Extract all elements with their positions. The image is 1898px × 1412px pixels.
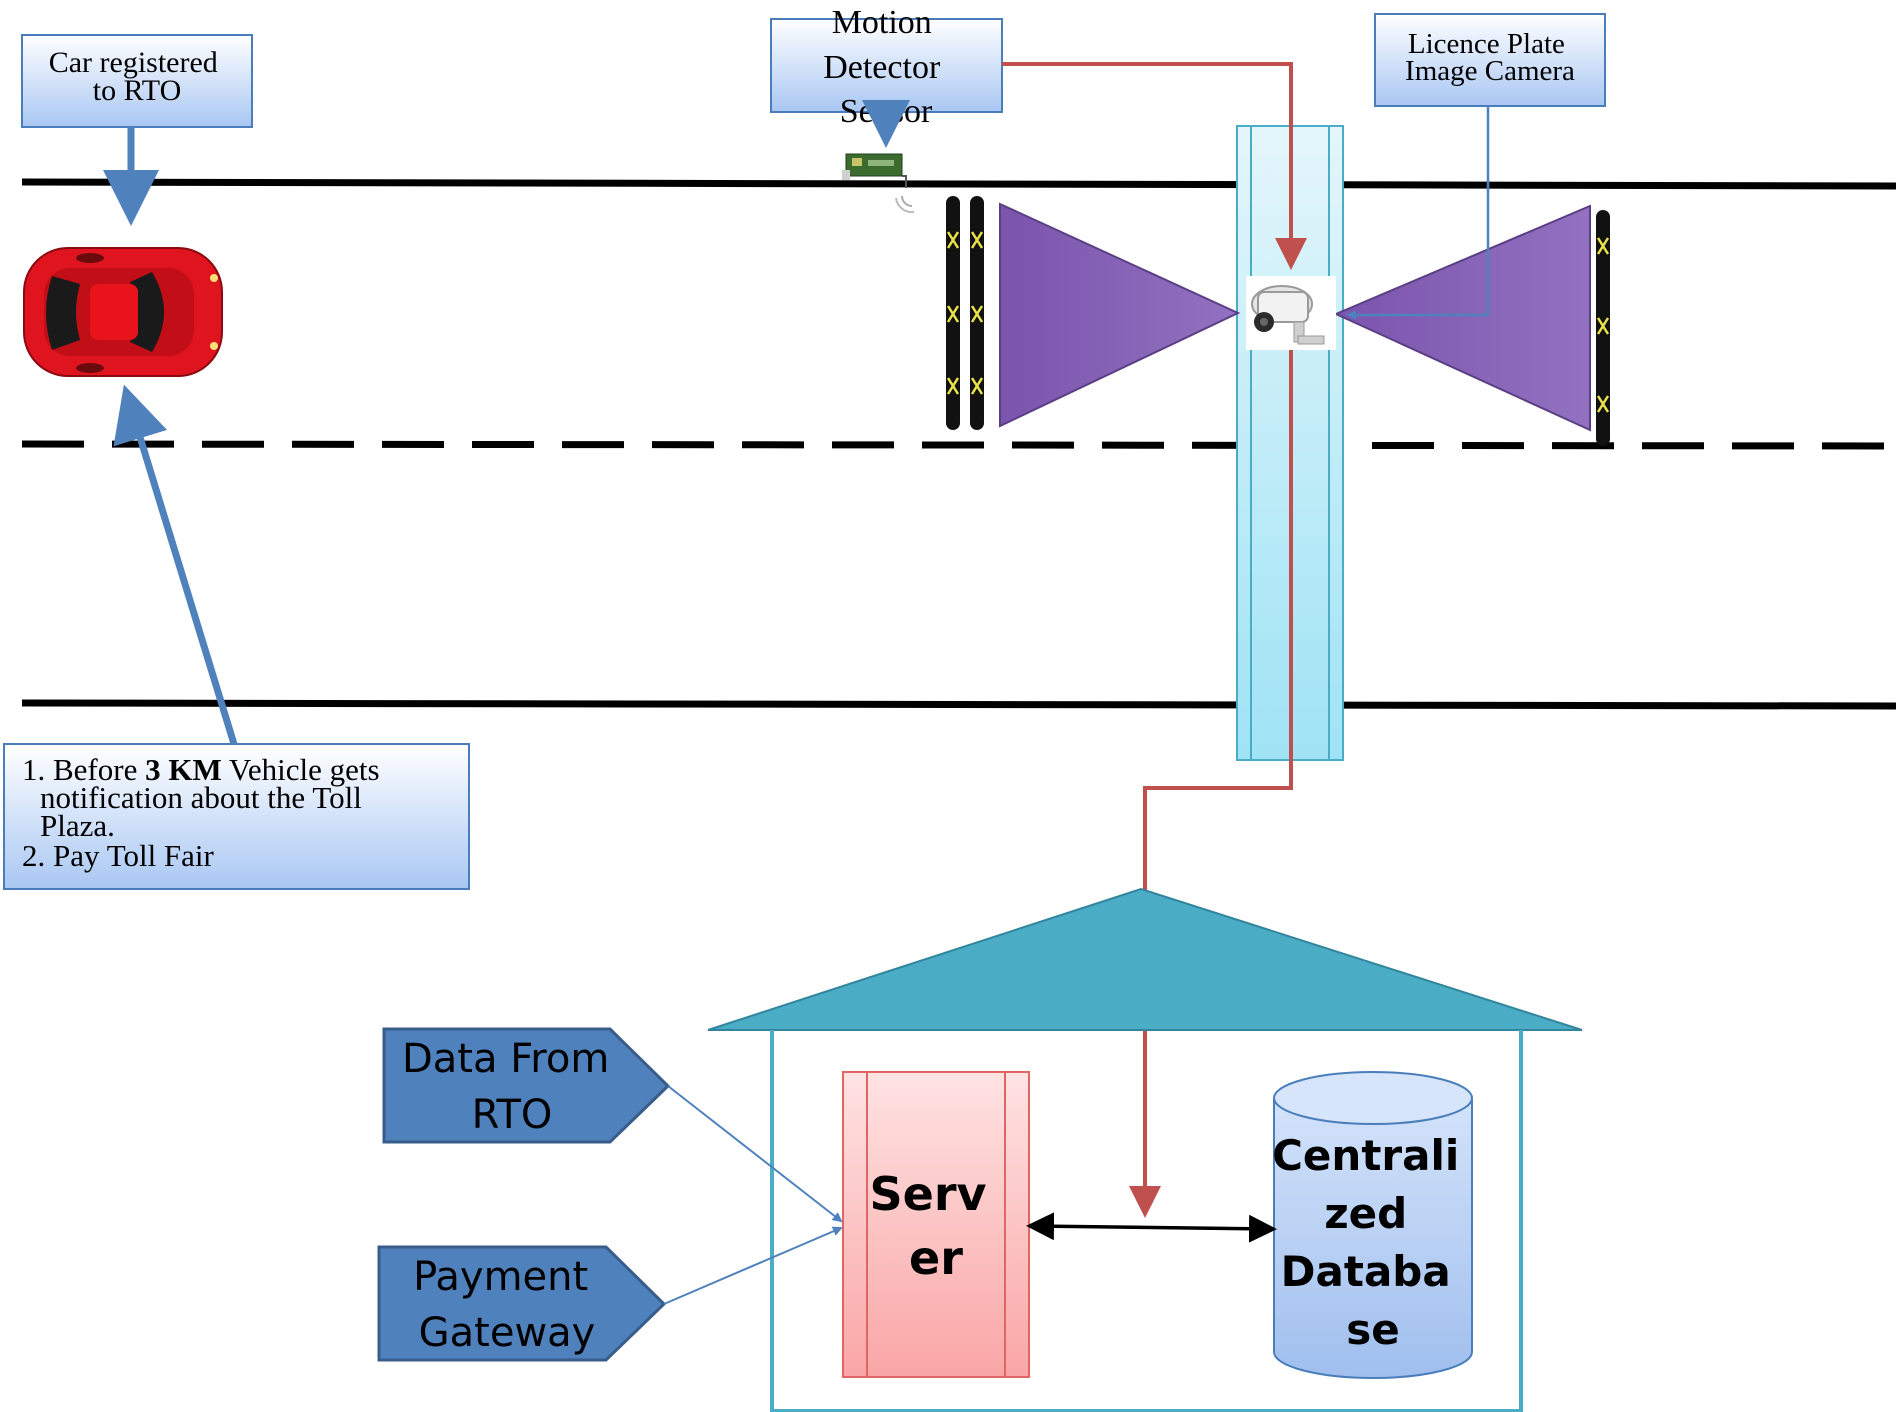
camera-label-box: Licence Plate Image Camera: [1374, 13, 1606, 107]
road-bottom-edge: [21, 699, 1897, 710]
svg-text:Motion Detector Se: Motion Detector Sensor: [823, 4, 949, 130]
database-label-line-1: Centrali: [1272, 1131, 1459, 1180]
arrow-sensor-to-camera: [1002, 62, 1307, 270]
svg-text:Car registered to RTO: Car registered to RTO: [49, 46, 226, 107]
svg-text:Serv er: Serv er: [869, 1167, 1002, 1285]
server-label-line-1: Serv: [869, 1167, 986, 1221]
cctv-camera-icon: [1246, 276, 1336, 350]
data-from-rto-shape: Data From RTO: [382, 1027, 671, 1144]
arrow-camera-label-to-camera: [1346, 106, 1490, 320]
motion-sensor-icon: [842, 153, 915, 214]
notice-item-1-line-3: Plaza.: [40, 808, 115, 843]
car-registered-label-box: Car registered to RTO: [21, 34, 253, 128]
svg-text:Payment Gateway: Payment Gateway: [413, 1254, 601, 1356]
payment-gateway-line-2: Gateway: [419, 1310, 596, 1356]
svg-text:Licence Plate Image Came: Licence Plate Image Camera: [1405, 28, 1575, 87]
server-box: Serv er: [842, 1071, 1030, 1378]
server-label-line-2: er: [909, 1231, 963, 1285]
car-top-view-icon: [23, 247, 223, 377]
car-registered-line-2: to RTO: [93, 74, 182, 107]
notice-item-1-prefix: 1. Before: [22, 752, 145, 787]
notice-item-1-suffix: Vehicle gets: [222, 752, 380, 787]
database-cylinder: Centrali zed Databa se: [1272, 1071, 1474, 1379]
svg-text:Data From RTO: Data From RTO: [402, 1036, 622, 1138]
control-room-roof: [707, 887, 1583, 1031]
road: [21, 178, 1897, 710]
arrow-notice-to-car: [113, 384, 238, 746]
road-top-edge: [21, 178, 1897, 190]
svg-text:1. Before 3 KM Vehicle gets: 1. Before 3 KM Vehicle gets notification…: [22, 752, 387, 873]
arrow-payment-to-server: [663, 1226, 843, 1305]
data-from-rto-line-1: Data From: [402, 1036, 609, 1082]
svg-text:Centrali zed Datab: Centrali zed Databa se: [1272, 1131, 1474, 1354]
arrow-rto-to-server: [667, 1085, 843, 1223]
data-from-rto-line-2: RTO: [472, 1092, 553, 1138]
control-room-walls: [770, 1030, 1523, 1412]
camera-label-line-1: Licence Plate: [1408, 28, 1565, 60]
motion-sensor-line-1: Motion: [832, 4, 932, 41]
camera-beam-right: [1333, 204, 1591, 432]
notification-notice-box: 1. Before 3 KM Vehicle gets notification…: [3, 743, 470, 890]
notice-item-1-line-2: notification about the Toll: [40, 780, 362, 815]
database-label-line-4: se: [1346, 1305, 1399, 1354]
motion-sensor-label-box: Motion Detector Sensor: [770, 4, 1003, 130]
payment-gateway-shape: Payment Gateway: [377, 1245, 667, 1362]
camera-label-line-2: Image Camera: [1405, 55, 1575, 87]
database-label-line-3: Databa: [1281, 1247, 1451, 1296]
road-center-dashed-line: [21, 440, 1897, 450]
camera-beam-left: [999, 202, 1241, 428]
notice-item-2: 2. Pay Toll Fair: [22, 838, 215, 873]
database-label-line-2: zed: [1324, 1189, 1407, 1238]
motion-sensor-line-2: Detector: [823, 49, 941, 86]
speed-breaker-icon: [946, 196, 1610, 446]
notice-item-1-bold: 3 KM: [145, 752, 222, 787]
arrow-server-database: [1026, 1212, 1277, 1243]
control-room: [707, 887, 1583, 1412]
car-registered-line-1: Car registered: [49, 46, 218, 79]
payment-gateway-line-1: Payment: [413, 1254, 588, 1300]
